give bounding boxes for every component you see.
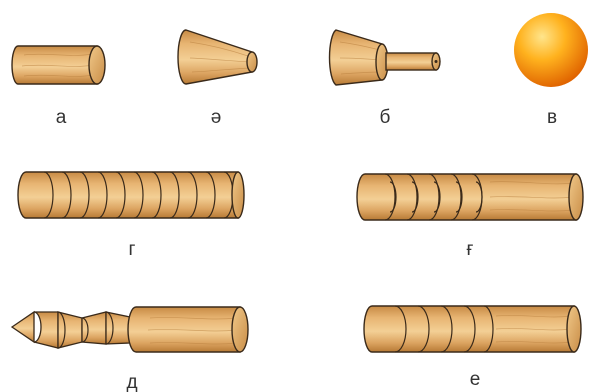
shape-grooved-cylinder — [18, 172, 244, 218]
shape-cylinder — [12, 46, 105, 84]
shape-cone-segment-cylinder — [12, 307, 248, 352]
label-gh: ғ — [467, 239, 474, 260]
label-v: в — [547, 107, 557, 128]
label-a: а — [56, 107, 67, 128]
label-ae: ә — [211, 107, 222, 128]
label-d: д — [126, 372, 137, 392]
label-b: б — [380, 107, 391, 128]
label-g: г — [129, 239, 136, 260]
shape-partly-grooved-cylinder — [357, 174, 583, 220]
shape-cone — [178, 30, 257, 84]
shape-ball — [514, 13, 588, 87]
label-e: е — [470, 369, 481, 390]
shape-bead-cylinder — [364, 306, 581, 352]
shape-cone-with-pin — [330, 30, 440, 85]
